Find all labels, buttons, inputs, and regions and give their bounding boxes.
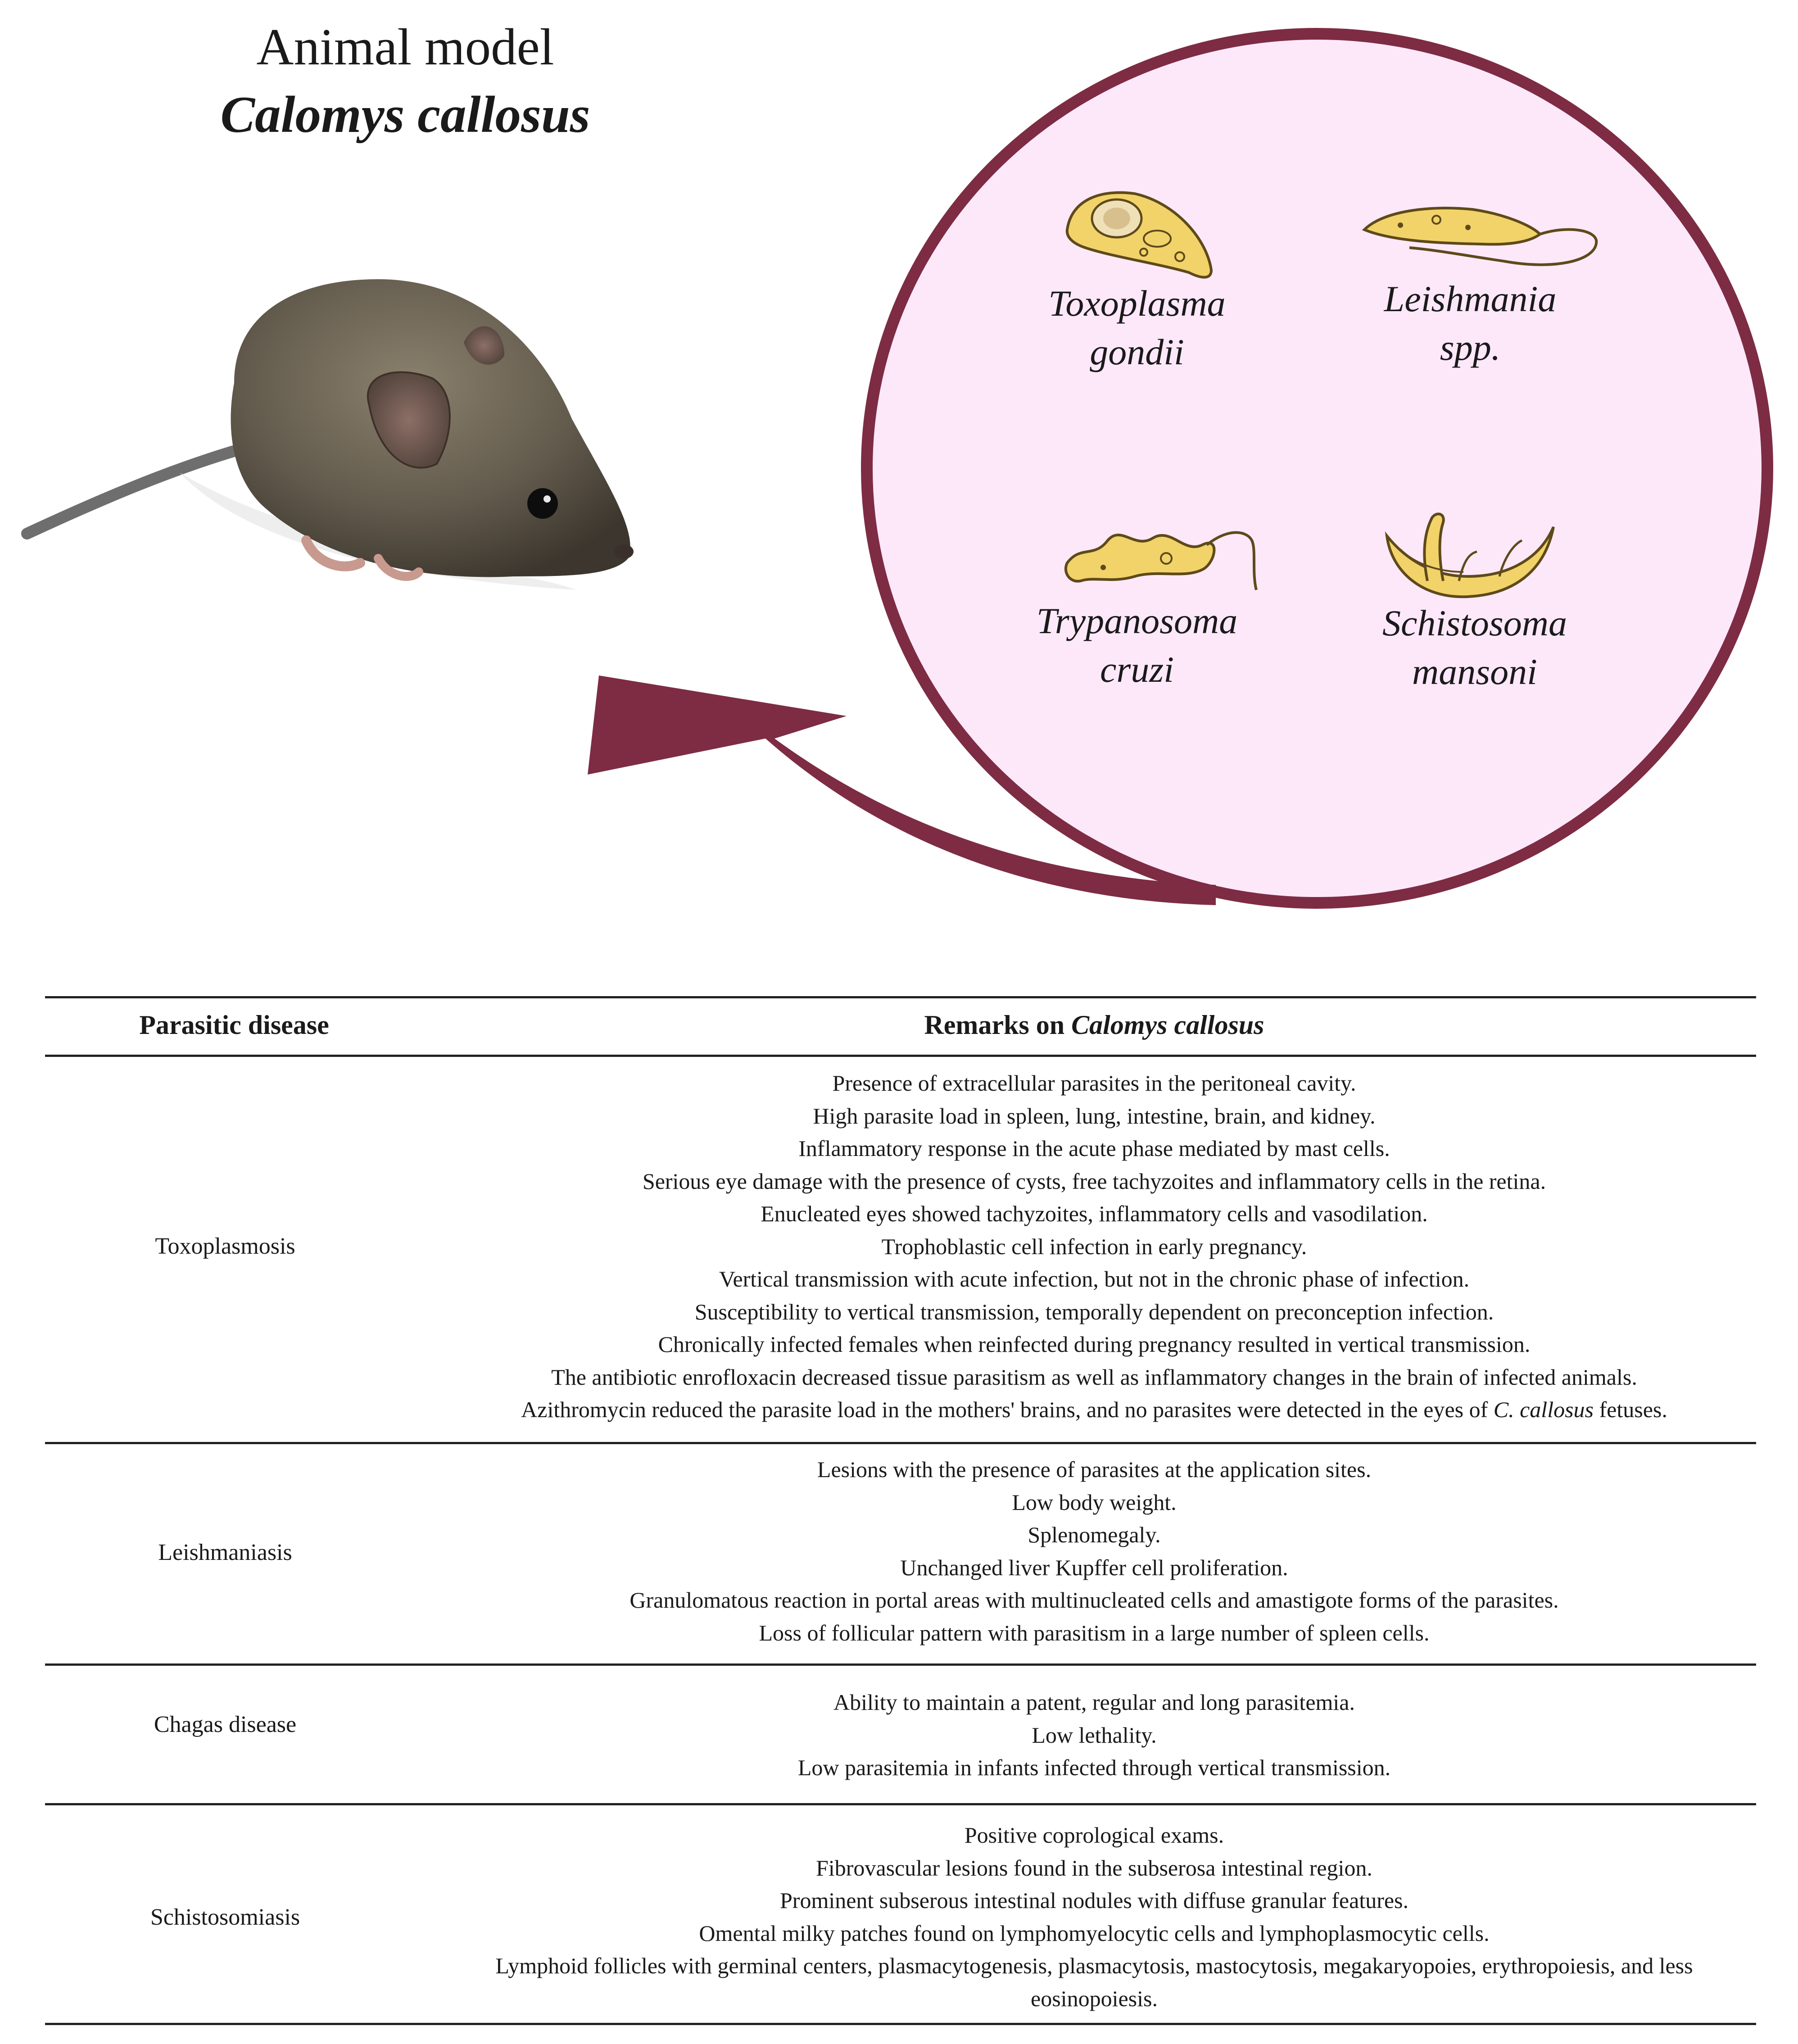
schistosoma-icon: [1385, 512, 1555, 598]
remark-text: fetuses.: [1594, 1397, 1667, 1422]
table-top-rule: [45, 996, 1756, 998]
remark-line: Granulomatous reaction in portal areas w…: [630, 1587, 1559, 1613]
remark-line: Splenomegaly.: [1028, 1522, 1161, 1547]
illustration: [21, 28, 1773, 909]
remark-line: Azithromycin reduced the parasite load i…: [432, 1393, 1756, 1426]
header-remarks-species: Calomys callosus: [1071, 1010, 1264, 1040]
leishmania-icon: [1362, 207, 1598, 266]
remark-line: Vertical transmission with acute infecti…: [719, 1266, 1470, 1292]
remark-line: Fibrovascular lesions found in the subse…: [816, 1855, 1372, 1881]
leishmania-label: Leishmania spp.: [1384, 278, 1557, 368]
mouse-image: [21, 279, 634, 590]
remark-line: Low parasitemia in infants infected thro…: [797, 1755, 1391, 1780]
remark-line: Loss of follicular pattern with parasiti…: [759, 1620, 1430, 1645]
remark-line: Lesions with the presence of parasites a…: [817, 1457, 1372, 1482]
remark-text: Azithromycin reduced the parasite load i…: [521, 1397, 1494, 1422]
disease-schistosomiasis: Schistosomiasis: [150, 1904, 300, 1930]
remark-line: Lymphoid follicles with germinal centers…: [495, 1953, 1693, 1978]
remark-line: Serious eye damage with the presence of …: [642, 1168, 1546, 1194]
remark-line: Low body weight.: [1012, 1489, 1177, 1515]
remark-line: Unchanged liver Kupffer cell proliferati…: [900, 1555, 1288, 1580]
remark-line: Susceptibility to vertical transmission,…: [694, 1299, 1494, 1324]
parasite-circle: [861, 28, 1773, 909]
remark-line: The antibiotic enrofloxacin decreased ti…: [551, 1364, 1637, 1390]
remark-line: Enucleated eyes showed tachyzoites, infl…: [761, 1201, 1428, 1226]
remark-species-italic: C. callosus: [1493, 1397, 1594, 1422]
remark-line: Positive coprological exams.: [964, 1822, 1224, 1848]
remark-line: Low lethality.: [1032, 1722, 1157, 1748]
row-rule: [45, 1803, 1756, 1805]
remark-line: Trophoblastic cell infection in early pr…: [881, 1233, 1307, 1259]
toxoplasma-icon: [1065, 191, 1213, 279]
remarks-chagas: Ability to maintain a patent, regular an…: [432, 1686, 1756, 1784]
species-name: Calomys callosus: [220, 86, 590, 143]
remark-line: Prominent subserous intestinal nodules w…: [779, 1888, 1409, 1913]
remarks-schistosomiasis: Positive coprological exams. Fibrovascul…: [432, 1819, 1756, 2015]
row-rule: [45, 1663, 1756, 1666]
remark-line: Inflammatory response in the acute phase…: [798, 1136, 1390, 1161]
remark-line: Omental milky patches found on lymphomye…: [699, 1920, 1490, 1946]
remarks-toxoplasmosis: Presence of extracellular parasites in t…: [432, 1067, 1756, 1426]
remark-line: Presence of extracellular parasites in t…: [832, 1070, 1356, 1096]
disease-chagas: Chagas disease: [154, 1712, 297, 1737]
toxoplasma-label: Toxoplasma gondii: [1048, 283, 1226, 372]
remark-line: eosinopoiesis.: [1031, 1985, 1158, 2011]
table-header-rule: [45, 1055, 1756, 1057]
remark-line: Chronically infected females when reinfe…: [658, 1332, 1531, 1357]
remark-line: Ability to maintain a patent, regular an…: [833, 1690, 1355, 1715]
figure-title: Animal model: [256, 18, 554, 76]
disease-leishmaniasis: Leishmaniasis: [158, 1540, 292, 1565]
header-remarks-prefix: Remarks on: [924, 1010, 1072, 1040]
header-parasitic-disease: Parasitic disease: [139, 1010, 329, 1040]
row-rule: [45, 1442, 1756, 1444]
header-remarks: Remarks on Calomys callosus: [432, 1009, 1756, 1041]
remarks-leishmaniasis: Lesions with the presence of parasites a…: [432, 1453, 1756, 1649]
trypanosoma-label: Trypanosoma cruzi: [1036, 600, 1238, 690]
trypanosoma-icon: [1064, 531, 1258, 590]
schistosoma-label: Schistosoma mansoni: [1382, 603, 1567, 692]
curved-arrow: [588, 675, 1216, 905]
remark-line: High parasite load in spleen, lung, inte…: [813, 1103, 1376, 1129]
table-bottom-rule: [45, 2023, 1756, 2025]
disease-toxoplasmosis: Toxoplasmosis: [155, 1233, 295, 1259]
